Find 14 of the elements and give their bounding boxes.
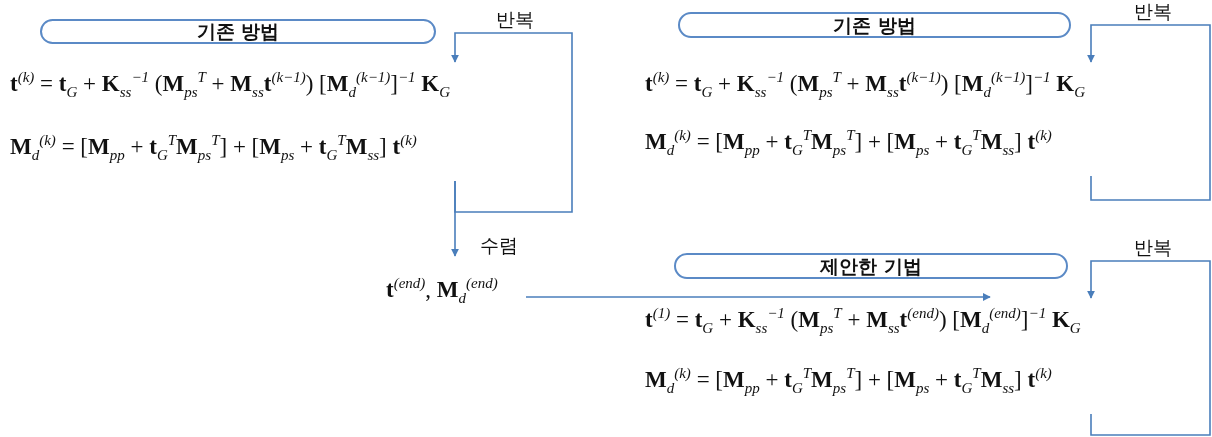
title-pill — [40, 19, 436, 44]
arrow — [1087, 24, 1211, 201]
pill-title: 기존 방법 — [196, 22, 280, 41]
edge-label: 반복 — [1132, 237, 1174, 258]
arrow — [451, 32, 573, 213]
arrow — [1087, 260, 1211, 436]
arrow — [451, 180, 459, 257]
title-pill — [678, 12, 1071, 38]
pill-title: 제안한 기법 — [820, 256, 922, 276]
edge-label: 반복 — [494, 9, 536, 30]
arrow — [525, 293, 991, 301]
pill-title: 기존 방법 — [833, 15, 916, 35]
edge-label: 반복 — [1132, 1, 1174, 22]
title-pill — [674, 253, 1068, 279]
